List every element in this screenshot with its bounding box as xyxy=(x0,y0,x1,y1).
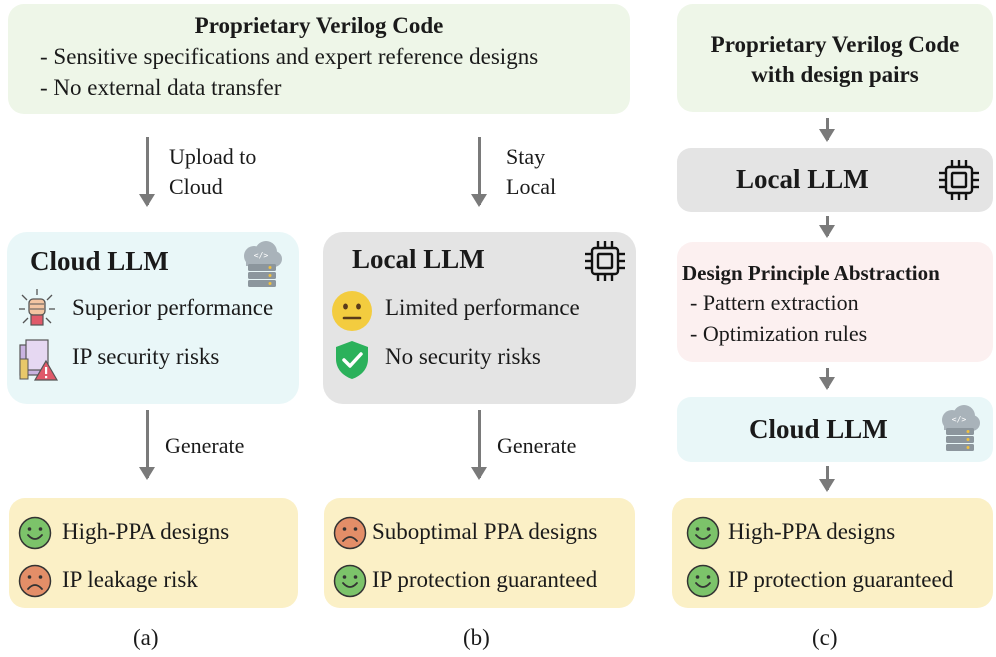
upload-label-line2: Cloud xyxy=(169,174,223,199)
output-box-c xyxy=(672,498,993,608)
caption-c: (c) xyxy=(812,625,838,650)
chip-icon xyxy=(585,241,625,281)
limited-performance-text: Limited performance xyxy=(385,295,580,320)
ip-security-risks-text: IP security risks xyxy=(72,344,220,369)
stay-local-label-line2: Local xyxy=(506,174,557,199)
local-llm-title-b: Local LLM xyxy=(352,244,485,274)
generate-label-a: Generate xyxy=(165,433,245,458)
generate-arrow-a xyxy=(139,410,155,480)
output-a-line1: High-PPA designs xyxy=(62,519,230,544)
abstraction-title: Design Principle Abstraction xyxy=(682,261,940,285)
abstraction-box xyxy=(677,242,993,362)
smile-face-icon xyxy=(333,564,367,598)
arrow-c2 xyxy=(819,216,835,238)
proprietary-code-title: Proprietary Verilog Code xyxy=(194,13,444,38)
shield-check-icon xyxy=(336,341,368,379)
output-box-b xyxy=(324,498,635,608)
local-llm-title-c: Local LLM xyxy=(736,164,869,194)
smile-face-icon xyxy=(686,516,720,550)
svg-text:</>: </> xyxy=(952,415,967,424)
smile-face-icon xyxy=(18,516,52,550)
generate-label-b: Generate xyxy=(497,433,577,458)
abstraction-item1: - Pattern extraction xyxy=(690,290,859,315)
upload-arrow xyxy=(139,137,155,207)
stay-local-arrow xyxy=(471,137,487,207)
svg-text:</>: </> xyxy=(254,251,269,260)
cloud-llm-title-c: Cloud LLM xyxy=(749,414,888,444)
cloud-server-icon: </> xyxy=(244,241,282,287)
output-b-line1: Suboptimal PPA designs xyxy=(372,519,598,544)
upload-label-line1: Upload to xyxy=(169,144,257,169)
cloud-llm-title: Cloud LLM xyxy=(30,246,169,276)
local-llm-box-b xyxy=(323,232,636,404)
stay-local-label-line1: Stay xyxy=(506,144,546,169)
neutral-face-icon xyxy=(332,291,372,331)
output-c-line1: High-PPA designs xyxy=(728,519,896,544)
output-c-line2: IP protection guaranteed xyxy=(728,567,954,592)
output-box-a xyxy=(9,498,298,608)
proprietary-code-line1: - Sensitive specifications and expert re… xyxy=(40,44,539,69)
frown-face-icon xyxy=(18,564,52,598)
superior-performance-text: Superior performance xyxy=(72,295,274,320)
ip-security-warning-icon xyxy=(19,339,59,381)
proprietary-code-pairs-box xyxy=(677,4,993,112)
output-b-line2: IP protection guaranteed xyxy=(372,567,598,592)
frown-face-icon xyxy=(333,516,367,550)
arrow-c1 xyxy=(819,118,835,142)
arrow-c4 xyxy=(819,466,835,492)
strength-fist-icon xyxy=(19,289,55,326)
generate-arrow-b xyxy=(471,410,487,480)
abstraction-item2: - Optimization rules xyxy=(690,321,868,346)
no-security-risks-text: No security risks xyxy=(385,344,541,369)
caption-a: (a) xyxy=(133,625,159,650)
proprietary-code-box xyxy=(8,4,630,114)
arrow-c3 xyxy=(819,368,835,390)
proprietary-code-line2: - No external data transfer xyxy=(40,75,282,100)
chip-icon xyxy=(939,160,979,200)
cloud-llm-box-c xyxy=(677,397,993,462)
proprietary-code-pairs-line1: Proprietary Verilog Code xyxy=(710,32,960,57)
caption-b: (b) xyxy=(463,625,490,650)
output-a-line2: IP leakage risk xyxy=(62,567,198,592)
smile-face-icon xyxy=(686,564,720,598)
proprietary-code-pairs-line2: with design pairs xyxy=(751,62,919,87)
cloud-server-icon: </> xyxy=(942,405,980,451)
